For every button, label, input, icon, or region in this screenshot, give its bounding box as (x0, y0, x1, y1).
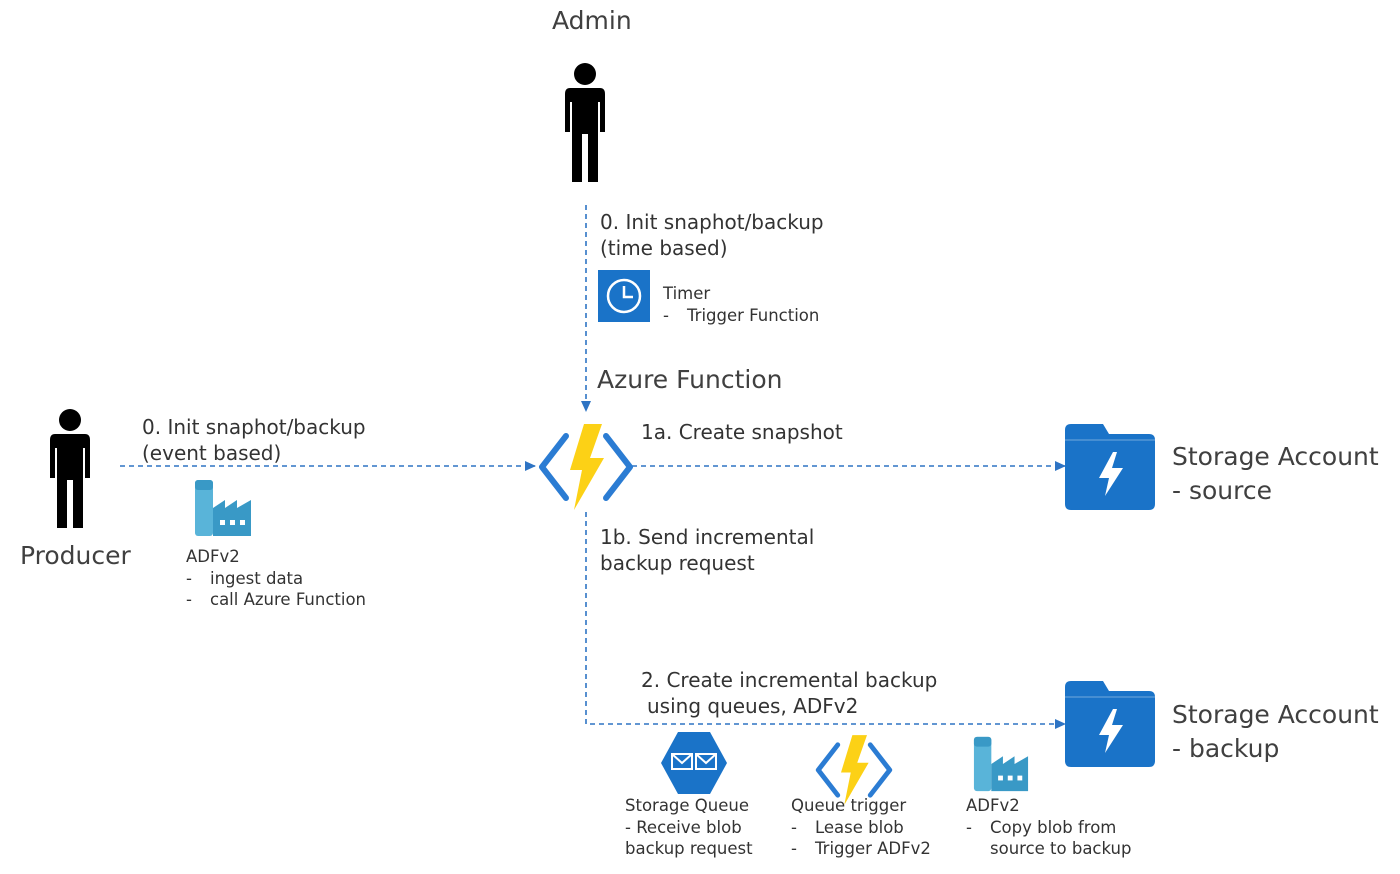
admin-init-step-line2: (time based) (600, 236, 728, 260)
storage-queue-title: Storage Queue (625, 796, 750, 815)
step-2-line2: using queues, ADFv2 (647, 694, 859, 718)
timer-item: Trigger Function (687, 305, 820, 325)
producer-init-step: 0. Init snaphot/backup (event based) (142, 414, 366, 466)
producer-init-step-line1: 0. Init snaphot/backup (142, 415, 366, 439)
list-dash: - (791, 839, 797, 858)
queue-trigger-item: Trigger ADFv2 (815, 839, 931, 858)
step-1b-line1: 1b. Send incremental (600, 525, 815, 549)
producer-label: Producer (20, 541, 131, 570)
producer-adf-item: call Azure Function (210, 590, 367, 609)
storage-queue-line2: - Receive blob (625, 817, 742, 837)
adf-copy-description: ADFv2 -Copy blob from source to backup (966, 795, 1131, 860)
step-2-label: 2. Create incremental backup using queue… (641, 667, 937, 719)
storage-backup-label: Storage Account - backup (1172, 698, 1379, 766)
copy-data-factory-icon (973, 736, 1029, 792)
storage-account-source-icon (1065, 424, 1155, 510)
queue-trigger-title: Queue trigger (791, 796, 907, 815)
adf-copy-title: ADFv2 (966, 796, 1020, 815)
list-dash: - (186, 590, 192, 609)
list-dash: - (966, 817, 972, 837)
timer-title: Timer (663, 284, 711, 303)
admin-label: Admin (552, 6, 632, 35)
step-1b-line2: backup request (600, 551, 755, 575)
storage-queue-description: Storage Queue - Receive blob backup requ… (625, 795, 753, 860)
storage-source-label: Storage Account - source (1172, 440, 1379, 508)
queue-trigger-description: Queue trigger -Lease blob -Trigger ADFv2 (791, 795, 931, 860)
azure-function-icon (542, 424, 630, 510)
adf-copy-item-line2: source to backup (990, 839, 1132, 858)
storage-source-line2: - source (1172, 476, 1272, 505)
list-dash: - (663, 305, 669, 325)
producer-init-step-line2: (event based) (142, 441, 282, 465)
list-dash: - (186, 568, 192, 588)
azure-function-title: Azure Function (597, 365, 783, 394)
adf-copy-item-line1: Copy blob from (990, 817, 1117, 837)
producer-person-icon (50, 409, 90, 528)
storage-backup-line2: - backup (1172, 734, 1280, 763)
storage-queue-line3: backup request (625, 839, 753, 858)
storage-backup-line1: Storage Account (1172, 700, 1379, 729)
timer-clock-icon (598, 270, 650, 322)
admin-init-step-line1: 0. Init snaphot/backup (600, 210, 824, 234)
producer-data-factory-icon (195, 480, 251, 536)
producer-adf-description: ADFv2 -ingest data -call Azure Function (186, 546, 366, 611)
timer-description: Timer -Trigger Function (663, 283, 819, 326)
admin-person-icon (565, 63, 605, 182)
step-1a-label: 1a. Create snapshot (641, 420, 843, 444)
producer-adf-title: ADFv2 (186, 547, 240, 566)
storage-source-line1: Storage Account (1172, 442, 1379, 471)
storage-account-backup-icon (1065, 681, 1155, 767)
queue-trigger-item: Lease blob (815, 817, 904, 837)
admin-init-step: 0. Init snaphot/backup (time based) (600, 209, 824, 261)
step-1b-label: 1b. Send incremental backup request (600, 524, 814, 576)
function-to-backup-connector (585, 512, 1066, 729)
producer-adf-item: ingest data (210, 568, 304, 588)
storage-queue-icon (661, 732, 727, 794)
step-2-line1: 2. Create incremental backup (641, 668, 938, 692)
list-dash: - (791, 817, 797, 837)
